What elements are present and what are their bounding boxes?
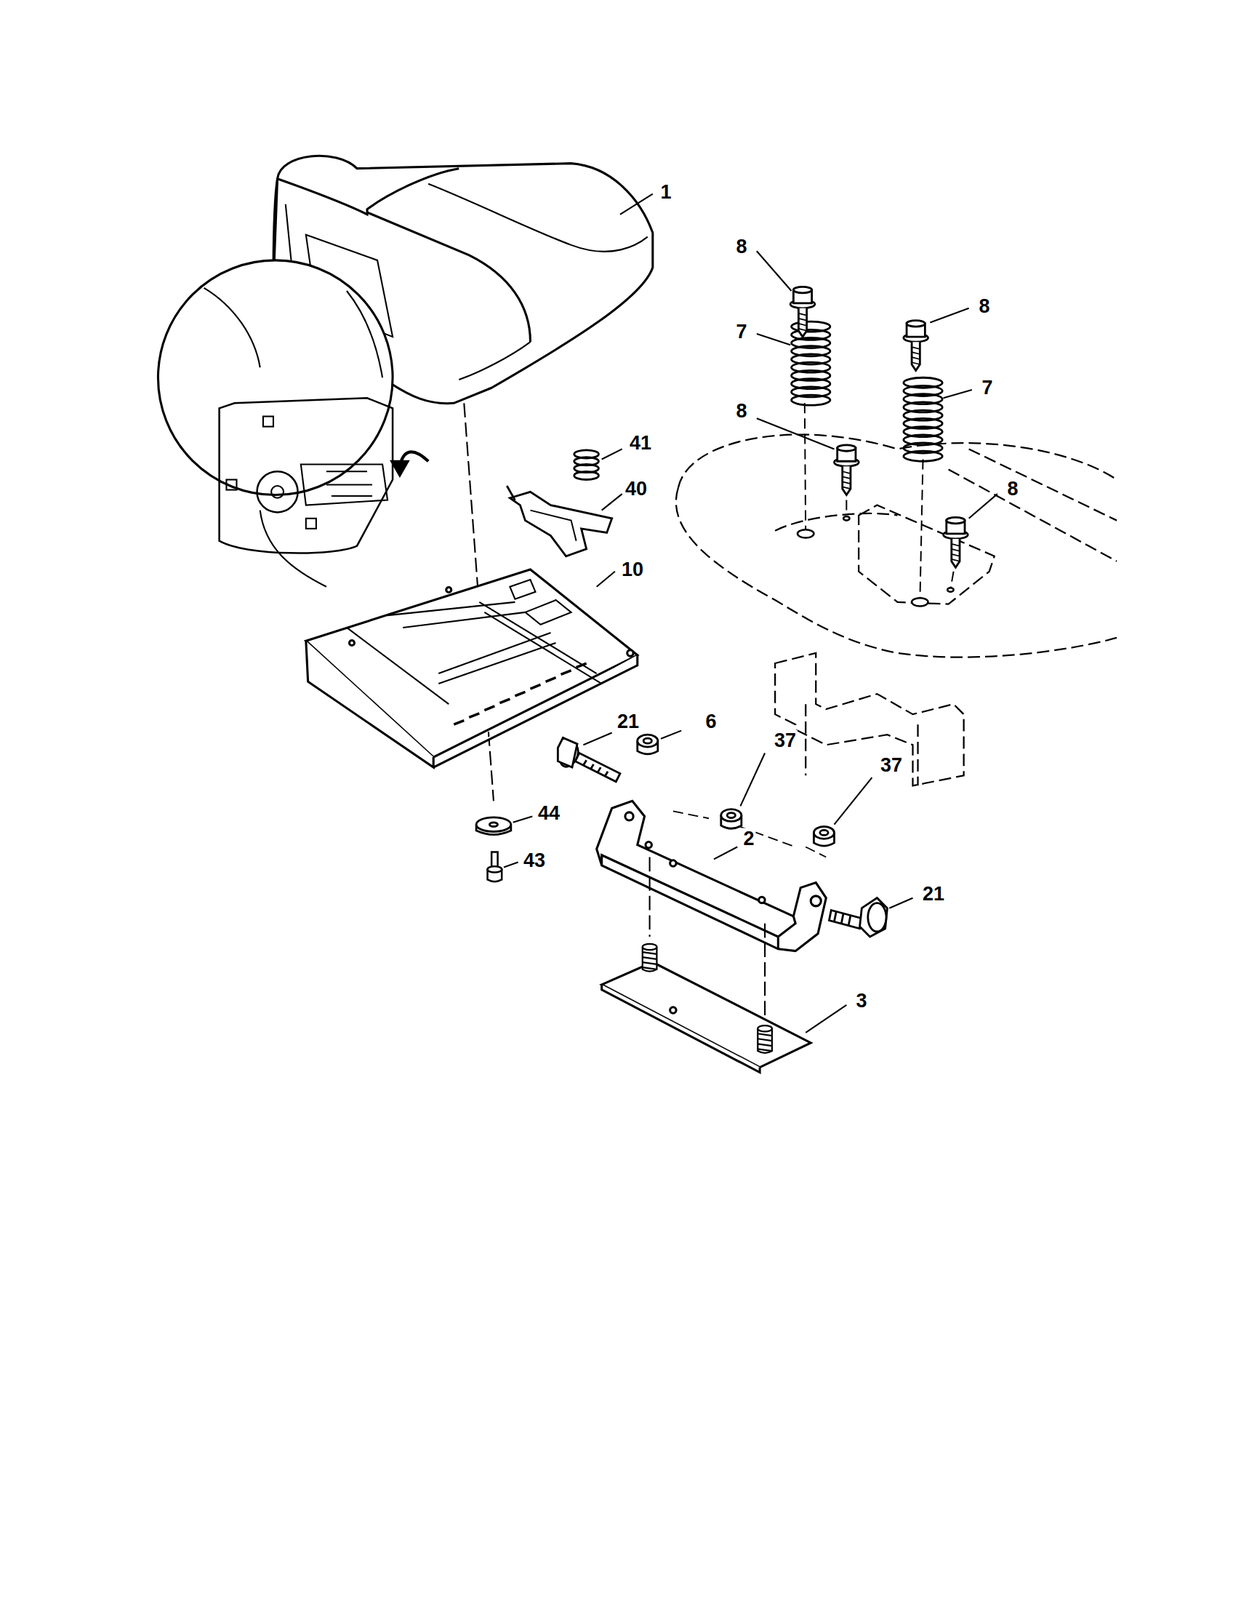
plate-3 — [601, 961, 812, 1073]
detail-inset — [157, 260, 429, 587]
callout-number: 2 — [741, 828, 756, 850]
callout-number: 21 — [615, 711, 641, 733]
callout-number: 10 — [620, 559, 645, 581]
frame-outline — [676, 434, 1117, 786]
seat-pan-10 — [306, 569, 638, 767]
callout-number: 44 — [536, 802, 562, 824]
callout-number: 3 — [854, 990, 869, 1012]
callout-number: 8 — [977, 295, 991, 317]
callout-number: 21 — [921, 883, 946, 905]
callout-number: 37 — [772, 729, 798, 751]
callout-number: 7 — [980, 377, 994, 399]
spring-41 — [574, 450, 600, 480]
callout-number: 40 — [623, 478, 649, 500]
callout-number: 8 — [734, 400, 749, 422]
callout-number: 6 — [703, 711, 718, 733]
callout-number: 1 — [658, 181, 673, 203]
bolt-21 — [556, 737, 620, 781]
callout-number: 41 — [628, 432, 653, 454]
washer-44 — [476, 817, 512, 835]
callout-number: 7 — [734, 321, 749, 343]
bolt-43 — [487, 852, 503, 882]
callout-number: 8 — [734, 236, 749, 258]
callout-number: 37 — [878, 754, 904, 776]
callout-number: 43 — [521, 849, 547, 871]
bolt-21 — [828, 897, 887, 937]
callout-number: 8 — [1005, 478, 1020, 500]
seat-bracket-2 — [596, 800, 827, 951]
switch-bracket-40 — [506, 485, 612, 557]
